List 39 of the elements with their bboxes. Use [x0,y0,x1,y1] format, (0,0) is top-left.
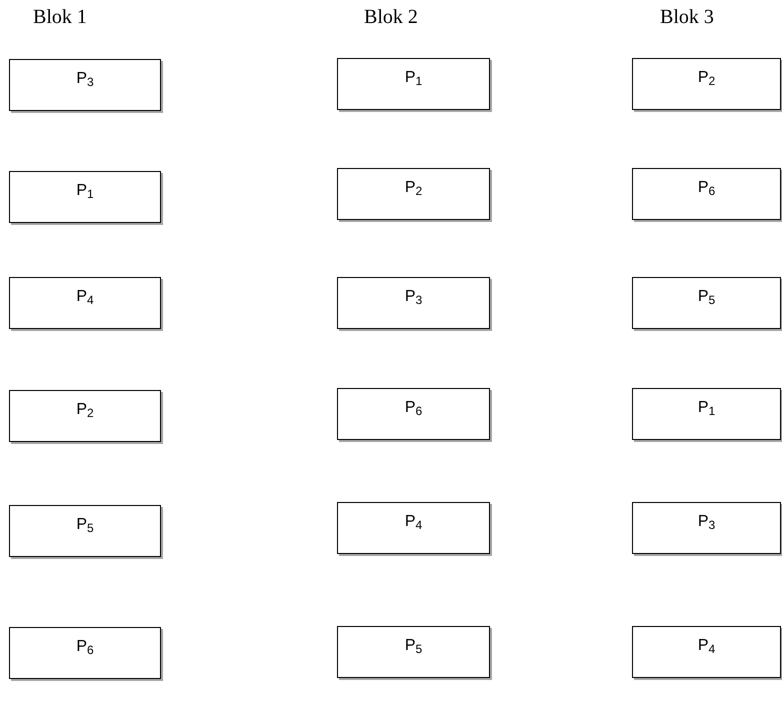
box-label: P$_{4}$ [698,636,716,656]
process-box [632,502,781,554]
process-box [337,502,490,554]
box-label: P$_{1}$ [76,181,94,201]
box-label: P$_{2}$ [76,400,94,420]
box-label: P$_{6}$ [76,637,94,657]
box-label: P$_{3}$ [76,69,94,89]
process-box [337,58,490,110]
process-box [337,168,490,220]
process-box [632,277,781,329]
process-box [337,626,490,678]
box-label: P$_{4}$ [404,512,422,532]
box-label: P$_{5}$ [404,636,422,656]
box-label: P$_{5}$ [698,287,716,307]
box-label: P$_{6}$ [698,178,716,198]
box-label: P$_{1}$ [698,398,716,418]
box-label: P$_{4}$ [76,287,94,307]
box-label: P$_{1}$ [404,68,422,88]
process-box [632,58,781,110]
process-box [632,168,781,220]
process-box [9,59,161,111]
box-label: P$_{2}$ [698,68,716,88]
column-heading: Blok 3 [660,5,714,30]
process-box [9,277,161,329]
process-box [337,277,490,329]
process-box [9,627,161,679]
box-label: P$_{5}$ [76,515,94,535]
process-box [9,171,161,223]
process-box [632,626,781,678]
box-label: P$_{3}$ [698,512,716,532]
column-heading: Blok 2 [364,5,418,30]
box-label: P$_{2}$ [404,178,422,198]
box-label: P$_{3}$ [404,287,422,307]
process-box [9,390,161,442]
process-box [632,388,781,440]
column-heading: Blok 1 [33,5,87,30]
process-box [337,388,490,440]
process-box [9,505,161,557]
box-label: P$_{6}$ [404,398,422,418]
